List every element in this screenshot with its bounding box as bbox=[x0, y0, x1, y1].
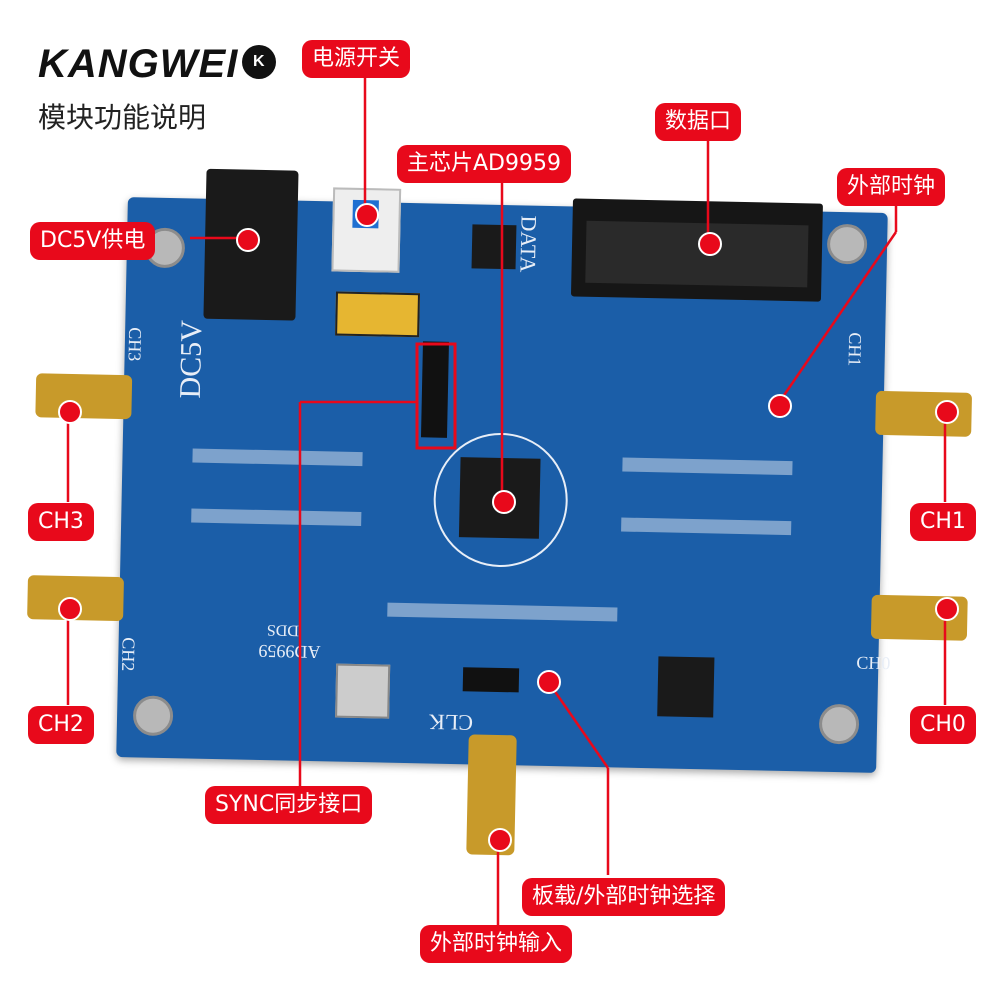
label-ch2: CH2 bbox=[28, 706, 94, 744]
label-power-switch: 电源开关 bbox=[302, 40, 411, 78]
page-title: 模块功能说明 bbox=[38, 101, 207, 134]
sma-connector-ch3 bbox=[35, 373, 133, 420]
k-logo-icon: K bbox=[242, 45, 277, 80]
silk-ch0: CH0 bbox=[856, 652, 891, 674]
callout-dot-power-switch bbox=[355, 203, 379, 227]
callout-dot-ch2 bbox=[58, 597, 82, 621]
mounting-nut bbox=[826, 223, 868, 265]
passives-row bbox=[621, 517, 792, 536]
silk-ch3: CH3 bbox=[124, 327, 146, 362]
power-switch bbox=[331, 187, 402, 273]
label-sync-port: SYNC同步接口 bbox=[205, 786, 373, 824]
silk-dc5v: DC5V bbox=[173, 319, 209, 399]
callout-dot-ch3 bbox=[58, 400, 82, 424]
label-ch3: CH3 bbox=[28, 503, 94, 541]
clock-jumper bbox=[462, 667, 520, 693]
callout-dot-clk-input bbox=[488, 828, 512, 852]
callout-dot-data-port bbox=[698, 232, 722, 256]
silk-data: DATA bbox=[515, 215, 542, 273]
label-dc5v-supply: DC5V供电 bbox=[30, 222, 156, 260]
callout-dot-main-chip bbox=[492, 490, 516, 514]
data-header bbox=[570, 198, 823, 302]
silk-ch2: CH2 bbox=[118, 637, 139, 672]
passives-row bbox=[192, 448, 363, 467]
regulator-bottom bbox=[657, 656, 715, 718]
callout-dot-ch1 bbox=[935, 400, 959, 424]
passives-row bbox=[191, 508, 362, 527]
callout-dot-clock-select bbox=[537, 670, 561, 694]
label-external-clock: 外部时钟 bbox=[837, 168, 946, 206]
mounting-nut bbox=[818, 703, 860, 745]
silk-ch1: CH1 bbox=[844, 332, 866, 367]
label-clock-select: 板载/外部时钟选择 bbox=[522, 878, 726, 916]
mounting-nut bbox=[132, 695, 174, 737]
voltage-regulator bbox=[471, 224, 517, 270]
callout-dot-dc5v bbox=[236, 228, 260, 252]
callout-dot-ch0 bbox=[935, 597, 959, 621]
label-ch1: CH1 bbox=[910, 503, 976, 541]
label-data-port: 数据口 bbox=[655, 103, 742, 141]
pcb-board: DC5V DATA CH3 CH1 CH2 CH0 CLK DDS AD9959 bbox=[27, 168, 973, 856]
silk-clk: CLK bbox=[428, 709, 474, 736]
sync-header bbox=[420, 341, 449, 438]
silk-chip-ref: AD9959 bbox=[258, 640, 321, 663]
label-external-clock-input: 外部时钟输入 bbox=[420, 925, 573, 963]
crystal-oscillator bbox=[335, 663, 391, 719]
callout-dot-external-clock bbox=[768, 394, 792, 418]
passives-row bbox=[622, 457, 793, 476]
passives-row bbox=[387, 602, 618, 622]
tantalum-capacitor bbox=[335, 291, 420, 338]
label-main-chip: 主芯片AD9959 bbox=[397, 145, 571, 183]
brand-name: KANGWEI bbox=[38, 42, 239, 86]
silk-dds: DDS bbox=[266, 621, 300, 639]
label-ch0: CH0 bbox=[910, 706, 976, 744]
